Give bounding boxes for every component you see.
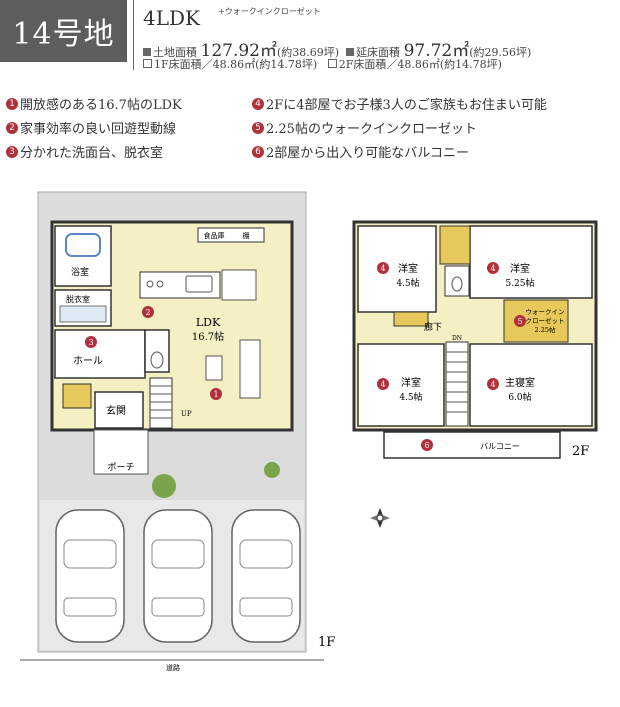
second-floor-plan: ウォークイン クローゼット 2.25帖 DN 廊下 洋室 4.5帖 洋室 5.2…: [352, 220, 598, 528]
first-floor-plan: 浴室 脱衣室 ホール 玄関 UP 食品庫 棚: [20, 191, 335, 672]
wic-size: 2.25帖: [535, 325, 556, 334]
entrance-label: 玄関: [106, 404, 126, 417]
sofa: [239, 339, 261, 399]
floor-2-label: 2F: [572, 444, 589, 459]
header-divider: [133, 0, 134, 70]
room1-size: 4.5帖: [396, 277, 419, 289]
sink-icon: [185, 275, 213, 293]
room4-size: 6.0帖: [508, 391, 531, 403]
wic-label-2: クローゼット: [526, 316, 565, 325]
dressing-label: 脱衣室: [66, 294, 90, 304]
tree-icon: [264, 462, 280, 478]
washer: [59, 305, 107, 323]
ldk-size: 16.7帖: [192, 330, 224, 343]
marker-4: [487, 378, 499, 390]
marker-5: [514, 315, 526, 327]
filled-square-icon: [143, 48, 151, 56]
filled-square-icon: [346, 48, 355, 56]
svg-text:1: 1: [213, 390, 218, 399]
room3-label: 洋室: [401, 376, 421, 389]
svg-text:4: 4: [380, 380, 385, 389]
parking-spaces: [55, 509, 301, 643]
toilet-room: [144, 329, 170, 373]
room2-label: 洋室: [510, 262, 530, 275]
room1-label: 洋室: [398, 262, 418, 275]
marker-2: [142, 306, 154, 318]
up-label: UP: [181, 410, 192, 418]
floor-1-label: 1F: [318, 635, 335, 650]
room-western-3: [357, 343, 445, 427]
bath-label: 浴室: [71, 266, 89, 278]
compass-icon: [370, 508, 390, 528]
tree-icon: [152, 474, 176, 498]
porch: [93, 429, 149, 475]
room3-size: 4.5帖: [399, 391, 422, 403]
layout-type: 4LDK: [143, 6, 200, 30]
room2-size: 5.25帖: [505, 277, 534, 289]
coffee-table: [205, 355, 223, 381]
lot-number: 14号地: [12, 17, 115, 52]
entrance: [94, 391, 144, 429]
empty-square-icon: [327, 59, 337, 68]
svg-text:4: 4: [490, 380, 495, 389]
marker-3: [85, 336, 97, 348]
layout-note: +ウォークインクローゼット: [218, 7, 321, 16]
svg-text:4: 4: [490, 264, 495, 273]
room-western-2: [469, 225, 593, 299]
marker-1: [210, 388, 222, 400]
car-icon: [55, 509, 125, 643]
marker-6: [421, 439, 433, 451]
porch-label: ポーチ: [107, 462, 134, 473]
shoe-storage: [62, 383, 92, 409]
marker-4: [377, 378, 389, 390]
room4-label: 主寝室: [505, 376, 535, 389]
wic-label-1: ウォークイン: [526, 308, 565, 316]
hall: [54, 329, 146, 379]
marker-4: [377, 262, 389, 274]
bathtub: [65, 233, 101, 257]
dining-table: [221, 269, 257, 301]
stove-icon: [146, 280, 154, 288]
shelf-label: 棚: [243, 231, 250, 240]
toilet-icon: [150, 351, 164, 369]
svg-text:5: 5: [517, 317, 522, 326]
car-icon: [143, 509, 213, 643]
room-western-1: [357, 225, 437, 313]
road-label: 道路: [166, 663, 180, 672]
balcony-label: バルコニー: [480, 442, 520, 451]
car-icon: [231, 509, 301, 643]
dn-label: DN: [452, 335, 462, 342]
marker-4: [487, 262, 499, 274]
balcony: [383, 431, 561, 459]
pantry-label: 食品庫: [204, 231, 225, 240]
corridor-label: 廊下: [424, 321, 442, 333]
toilet-icon: [451, 276, 463, 292]
closet-icon: [439, 225, 471, 265]
svg-text:2: 2: [145, 308, 150, 317]
ldk-label: LDK: [196, 316, 221, 329]
stairs-1f: [149, 377, 173, 429]
svg-text:4: 4: [380, 264, 385, 273]
svg-text:3: 3: [88, 338, 93, 347]
svg-text:6: 6: [424, 441, 429, 450]
area-row-1: 土地面積 127.92㎡(約38.69坪) 延床面積 97.72㎡(約29.56…: [143, 36, 531, 61]
lot-badge: 14号地: [0, 0, 127, 62]
closet-icon: [393, 311, 429, 327]
pantry: [197, 227, 265, 243]
area-row-2: 1F床面積／48.86㎡(約14.78坪) 2F床面積／48.86㎡(約14.7…: [143, 56, 502, 72]
stairs-2f: [445, 341, 469, 427]
hall-label: ホール: [73, 355, 103, 367]
empty-square-icon: [143, 59, 152, 68]
